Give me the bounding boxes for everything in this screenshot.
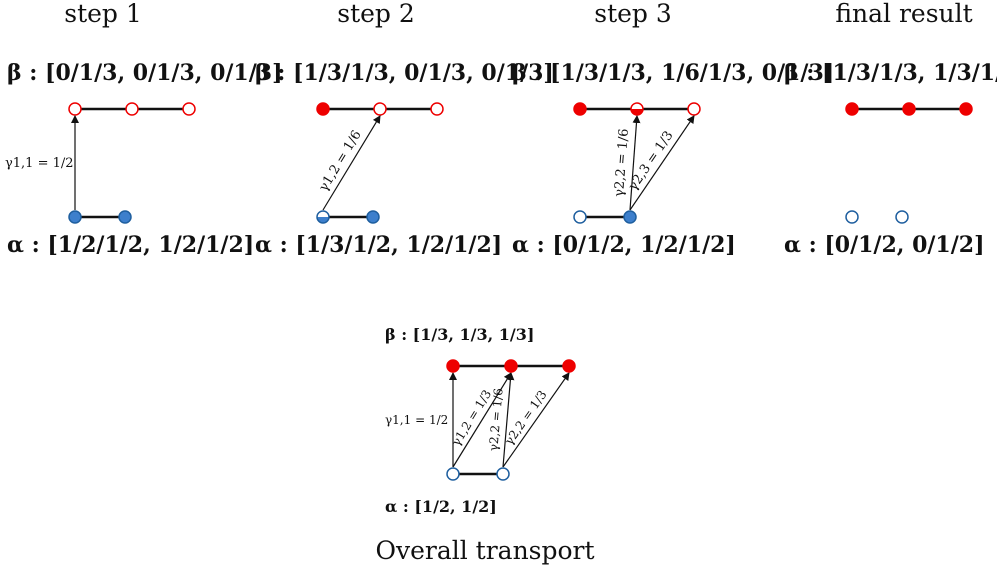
beta-node-2	[373, 102, 387, 116]
arrow-label: γ2,2 = 1/6	[612, 128, 632, 197]
overall-alpha-node-2	[496, 467, 510, 481]
beta-node-2	[125, 102, 139, 116]
transport-arrow	[629, 115, 695, 211]
beta-node-1	[845, 102, 859, 116]
beta-label: β : [1/3/1/3, 1/6/1/3, 0/1/3]	[512, 60, 834, 86]
overall-transport-arrow	[502, 372, 570, 468]
overall-transport-panel: β : [1/3, 1/3, 1/3] α : [1/2, 1/2] γ1,1 = …	[385, 325, 576, 516]
panel-title-step-1: step 1	[64, 0, 142, 28]
panel-title-final-result: final result	[835, 0, 972, 28]
arrow-label: γ1,1 = 1/2	[5, 156, 74, 171]
beta-node-3	[959, 102, 973, 116]
overall-alpha-label: α : [1/2, 1/2]	[385, 497, 497, 516]
beta-node-3	[687, 102, 701, 116]
panel-4: β : [1/3/1/3, 1/3/1/3, 1/3/1/3] α : [0/1/…	[784, 60, 997, 258]
overall-beta-node-2	[504, 359, 518, 373]
alpha-node-2	[895, 210, 909, 224]
overall-beta-node-3	[562, 359, 576, 373]
arrow-label: γ1,2 = 1/6	[316, 128, 364, 194]
beta-node-1	[316, 102, 330, 116]
overall-arrow-label: γ2,2 = 1/6	[486, 388, 505, 452]
beta-label: β : [1/3/1/3, 0/1/3, 0/1/3]	[255, 60, 554, 86]
overall-alpha-node-1	[446, 467, 460, 481]
panels-layer: β : [0/1/3, 0/1/3, 0/1/3] α : [1/2/1/2, 1…	[5, 60, 997, 258]
beta-node-2	[902, 102, 916, 116]
panel-2: β : [1/3/1/3, 0/1/3, 0/1/3] α : [1/3/1/2,…	[255, 60, 554, 258]
transport-arrow	[629, 115, 641, 211]
beta-node-1	[68, 102, 82, 116]
alpha-node-2	[366, 210, 380, 224]
alpha-label: α : [1/2/1/2, 1/2/1/2]	[7, 232, 254, 258]
alpha-label: α : [0/1/2, 1/2/1/2]	[512, 232, 736, 258]
panel-title-step-2: step 2	[337, 0, 415, 28]
overall-arrow-label: γ1,1 = 1/2	[385, 413, 448, 427]
alpha-node-1	[845, 210, 859, 224]
overall-beta-node-1	[446, 359, 460, 373]
panel-1: β : [0/1/3, 0/1/3, 0/1/3] α : [1/2/1/2, 1…	[5, 60, 282, 258]
beta-label: β : [1/3/1/3, 1/3/1/3, 1/3/1/3]	[784, 60, 997, 86]
alpha-node-2	[118, 210, 132, 224]
alpha-node-1	[68, 210, 82, 224]
alpha-label: α : [0/1/2, 0/1/2]	[784, 232, 985, 258]
alpha-node-2	[623, 210, 637, 224]
beta-node-3	[182, 102, 196, 116]
alpha-node-1	[573, 210, 587, 224]
beta-node-2	[630, 102, 644, 116]
alpha-node-1	[316, 210, 330, 224]
alpha-label: α : [1/3/1/2, 1/2/1/2]	[255, 232, 502, 258]
panel-title-step-3: step 3	[594, 0, 672, 28]
beta-node-1	[573, 102, 587, 116]
transport-arrow	[322, 115, 381, 211]
beta-label: β : [0/1/3, 0/1/3, 0/1/3]	[7, 60, 282, 86]
beta-node-3	[430, 102, 444, 116]
overall-beta-label: β : [1/3, 1/3, 1/3]	[385, 325, 534, 344]
overall-title: Overall transport	[375, 536, 594, 565]
panel-3: β : [1/3/1/3, 1/6/1/3, 0/1/3] α : [0/1/2,…	[512, 60, 834, 258]
overall-transport-arrow	[502, 372, 515, 468]
overall-transport-arrow	[452, 372, 512, 468]
